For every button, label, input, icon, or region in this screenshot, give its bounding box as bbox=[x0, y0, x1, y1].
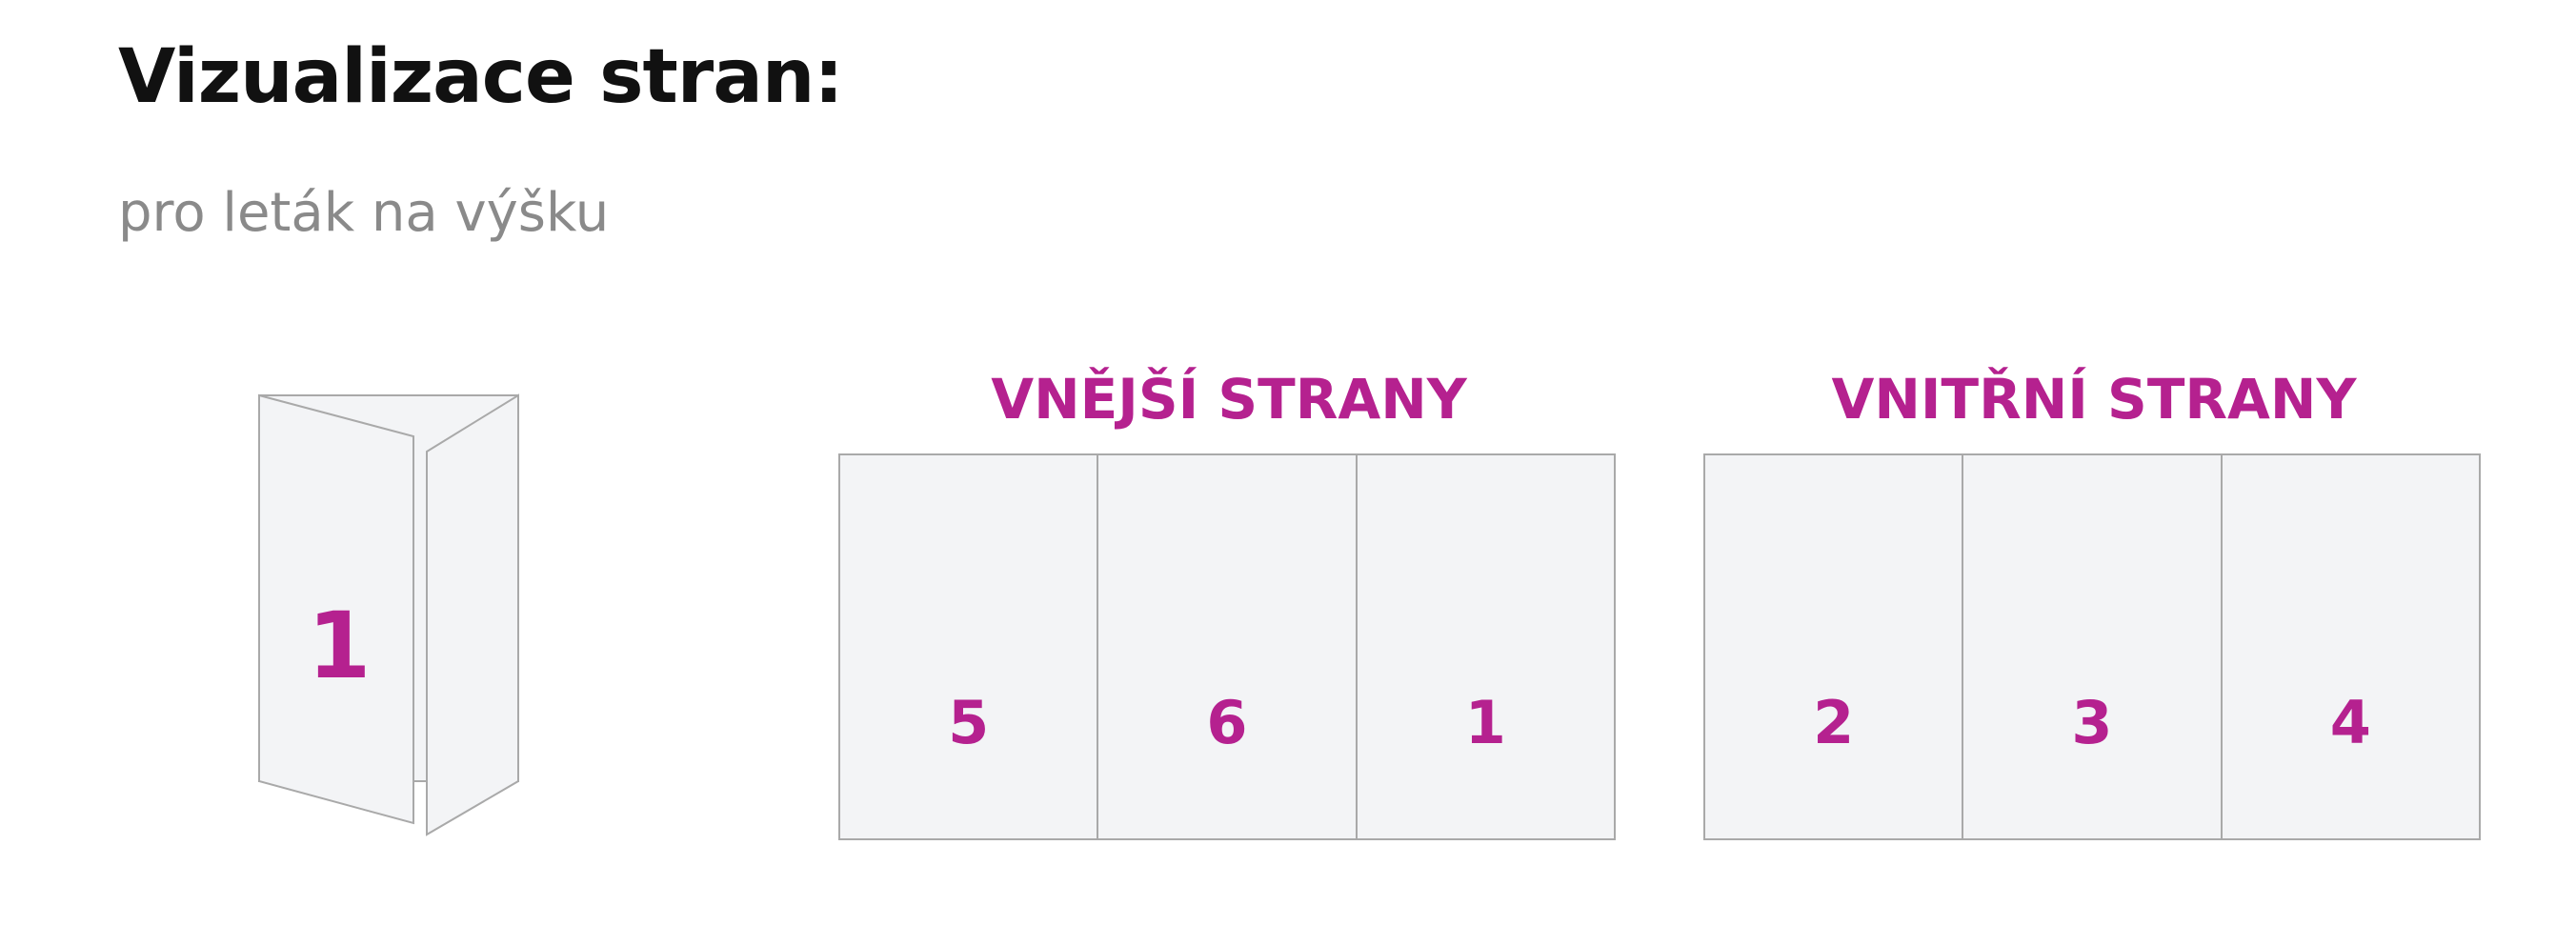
inner-page-panel: 4 bbox=[2223, 455, 2479, 838]
folded-leaflet-page-number: 1 bbox=[307, 593, 372, 699]
outer-page-number: 6 bbox=[1206, 688, 1248, 757]
folded-leaflet-drawing bbox=[258, 393, 519, 836]
outer-page-panel: 1 bbox=[1358, 455, 1614, 838]
page-title: Vizualizace stran: bbox=[118, 34, 844, 120]
inner-pages-strip: 2 3 4 bbox=[1703, 453, 2481, 840]
inner-page-number: 3 bbox=[2071, 688, 2113, 757]
outer-pages-strip: 5 6 1 bbox=[838, 453, 1616, 840]
outer-page-panel: 5 bbox=[840, 455, 1099, 838]
inner-pages-label: VNITŘNÍ STRANY bbox=[1831, 367, 2357, 432]
outer-pages-label: VNĚJŠÍ STRANY bbox=[991, 367, 1467, 432]
outer-page-number: 1 bbox=[1464, 688, 1506, 757]
inner-page-panel: 2 bbox=[1705, 455, 1964, 838]
inner-page-number: 2 bbox=[1813, 688, 1855, 757]
outer-page-number: 5 bbox=[948, 688, 990, 757]
outer-page-panel: 6 bbox=[1098, 455, 1358, 838]
page-subtitle: pro leták na výšku bbox=[118, 182, 610, 244]
inner-page-number: 4 bbox=[2329, 688, 2371, 757]
inner-page-panel: 3 bbox=[1963, 455, 2223, 838]
folded-leaflet-illustration bbox=[250, 391, 535, 848]
